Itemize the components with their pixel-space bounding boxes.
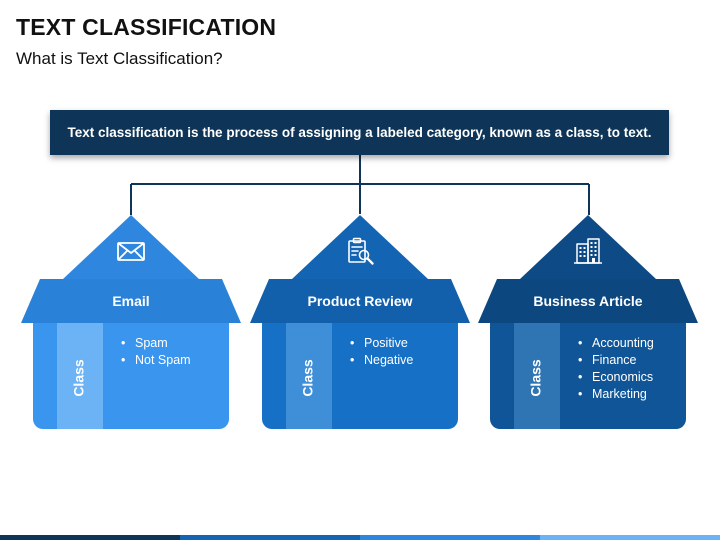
- house-name: Product Review: [307, 293, 413, 309]
- class-item: Negative: [350, 352, 413, 369]
- house-eave: [478, 279, 698, 323]
- house-eave: [21, 279, 241, 323]
- definition-banner: Text classification is the process of as…: [50, 110, 669, 155]
- document-search-icon: [348, 237, 374, 265]
- class-items: Positive Negative: [350, 335, 413, 369]
- class-item: Finance: [578, 352, 654, 369]
- class-item: Positive: [350, 335, 413, 352]
- class-items: Accounting Finance Economics Marketing: [578, 335, 654, 403]
- class-item: Not Spam: [121, 352, 191, 369]
- house-name: Email: [112, 293, 150, 309]
- house-email: Email Class Spam Not Spam: [21, 213, 241, 433]
- class-item: Marketing: [578, 386, 654, 403]
- house-roof: [63, 215, 199, 279]
- house-business-article: Business Article Class Accounting Financ…: [478, 213, 698, 433]
- class-item: Accounting: [578, 335, 654, 352]
- class-label: Class: [527, 359, 544, 397]
- house-shape: [21, 215, 241, 429]
- definition-text: Text classification is the process of as…: [67, 125, 652, 140]
- class-band: [286, 321, 332, 429]
- office-building-icon: [574, 238, 602, 264]
- class-band: [514, 321, 560, 429]
- bottom-color-bar: [0, 535, 720, 540]
- bottom-bar-segment: [360, 535, 540, 540]
- house-eave: [250, 279, 470, 323]
- class-label: Class: [299, 359, 316, 397]
- class-items: Spam Not Spam: [121, 335, 191, 369]
- class-label: Class: [70, 359, 87, 397]
- class-band: [57, 321, 103, 429]
- slide-title: TEXT CLASSIFICATION: [16, 14, 277, 40]
- class-item: Spam: [121, 335, 191, 352]
- house-product-review: Product Review Class Positive Negative: [250, 213, 470, 433]
- house-name: Business Article: [533, 293, 643, 309]
- envelope-icon: [117, 242, 145, 261]
- bottom-bar-segment: [180, 535, 360, 540]
- class-item: Economics: [578, 369, 654, 386]
- bottom-bar-segment: [540, 535, 720, 540]
- bottom-bar-segment: [0, 535, 180, 540]
- slide-subtitle: What is Text Classification?: [16, 49, 223, 68]
